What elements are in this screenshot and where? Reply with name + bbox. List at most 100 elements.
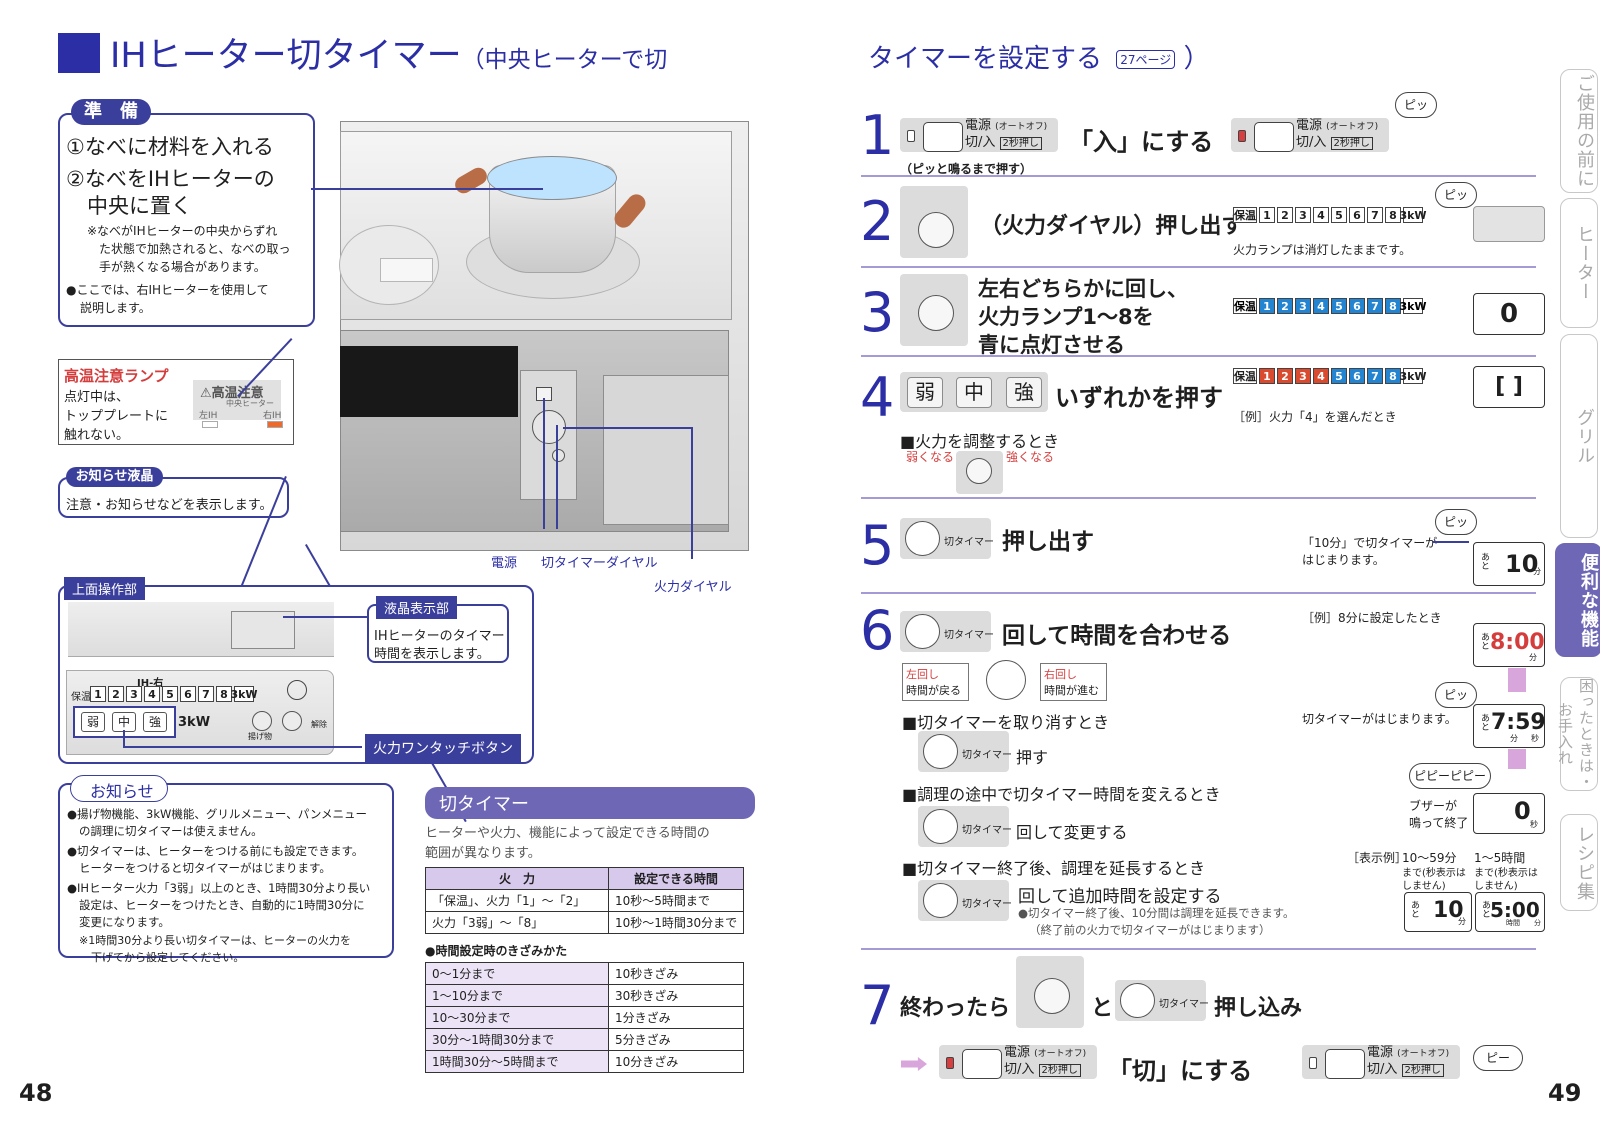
high-temp-warning-right-label: 右IH xyxy=(263,411,282,421)
step-2-panel-8: 8 xyxy=(1385,207,1401,223)
step-7-power-label-second: 切/入 xyxy=(1004,1062,1035,1077)
step-6-change-title: ■調理の途中で切タイマー時間を変えるとき xyxy=(902,785,1221,804)
high-temp-warning-line-2: トッププレートに xyxy=(64,409,169,424)
step-1-result-led xyxy=(1238,130,1246,142)
step-5-pi-bubble: ピッ xyxy=(1435,509,1477,535)
step-7-button-icon xyxy=(1120,983,1155,1018)
step-1-result-button xyxy=(1254,122,1294,152)
step-6-display-left-3: しません) xyxy=(1402,881,1446,892)
high-temp-warning-line-1: 点灯中は、 xyxy=(64,390,130,405)
step-6-cancel-button-icon xyxy=(923,734,958,769)
timer-step-range-2: 1～10分まで xyxy=(425,984,609,1007)
step-6-lcd-759-ato: あと xyxy=(1479,713,1489,731)
right-page-title-close: ） xyxy=(1183,44,1210,74)
step-4-panel-6: 6 xyxy=(1349,368,1365,384)
step-1-result-power-label-sub: (オートオフ) xyxy=(1326,122,1379,132)
step-7-off-action: 「切」にする xyxy=(1108,1057,1253,1085)
strong-button: 強 xyxy=(143,712,167,732)
step-7-action-1: 終わったら xyxy=(900,996,1011,1021)
kw-button-label: 3kW xyxy=(178,715,211,730)
prep-label: 準 備 xyxy=(71,99,151,125)
top-panel-scale-8: 8 xyxy=(216,686,232,702)
step-2-panel-7: 7 xyxy=(1367,207,1383,223)
step-6-display-right-1: 1～5時間 xyxy=(1474,851,1526,865)
step-6-extend-note-2: （終了前の火力で切タイマーがはじまります） xyxy=(1029,923,1271,937)
notice-title: お知らせ xyxy=(90,782,154,801)
step-5-button-icon xyxy=(905,521,940,556)
mid-button: 中 xyxy=(112,712,136,732)
notice-line-1: ●揚げ物機能、3kW機能、グリルメニュー、パンメニュー xyxy=(67,807,367,821)
high-temp-warning-left-lamp xyxy=(202,421,218,428)
tab-heater: ヒーター xyxy=(1560,198,1598,328)
top-panel-ih-label: IH-右 xyxy=(137,678,164,689)
notice-line-5: ●IHヒーター火力「3弱」以上のとき、1時間30分より長い xyxy=(67,881,371,895)
timer-leader-line xyxy=(556,425,558,529)
step-6-change-action: 回して変更する xyxy=(1016,823,1128,842)
step-2-dial-icon xyxy=(918,212,954,248)
step-3-panel-2: 2 xyxy=(1277,298,1293,314)
step-5-action: 押し出す xyxy=(1002,529,1094,555)
step-6-extend-action: 回して追加時間を設定する xyxy=(1018,887,1222,907)
left-page-title: IHヒーター切タイマー（中央ヒーターで切 xyxy=(110,27,667,78)
display-notice-title: お知らせ液晶 xyxy=(66,467,163,487)
step-7-power-label-main: 電源 xyxy=(1004,1045,1031,1060)
timer-info-line-1: ヒーターや火力、機能によって設定できる時間の xyxy=(425,826,710,841)
top-panel-scale-6: 6 xyxy=(180,686,196,702)
cooktop-right-door xyxy=(603,375,729,525)
step-7-and: と xyxy=(1091,996,1114,1021)
tab-recipes: レシピ集 xyxy=(1560,814,1598,911)
timer-icon xyxy=(287,680,307,700)
step-6-number: 6 xyxy=(860,599,895,662)
step-2-lcd xyxy=(1473,206,1545,242)
step-6-lcd-example-right xyxy=(1475,892,1545,932)
step-1-result-power-label-hold: 2秒押し xyxy=(1330,137,1373,150)
step-1-pi-bubble: ピッ xyxy=(1395,92,1437,118)
right-page-title-ref: 27ページ xyxy=(1116,50,1176,69)
step-6-extend-note-1: ●切タイマー終了後、10分間は調理を延長できます。 xyxy=(1018,906,1295,920)
step-3-dial-icon xyxy=(918,295,954,331)
step-2-panel-kw: 3kW xyxy=(1399,207,1427,223)
prep-note-3: 手が熱くなる場合があります。 xyxy=(99,260,266,274)
step-4-weak-button: 弱 xyxy=(907,377,943,408)
high-temp-warning-panel-title: ⚠高温注意 xyxy=(200,386,264,401)
left-page-title-sub: （中央ヒーターで切 xyxy=(461,47,668,73)
step-6-extend-button-label: 切タイマー xyxy=(962,899,1012,910)
step-5-lcd-min: 分 xyxy=(1533,567,1541,576)
step-divider-3 xyxy=(861,355,1536,357)
step-2-panel-scale: 保温 1 2 3 4 5 6 7 8 3kW xyxy=(1233,207,1427,223)
step-3-panel-kw: 3kW xyxy=(1399,298,1427,314)
timer-range-header-time: 設定できる時間 xyxy=(608,867,744,890)
step-6-lcd-example-left-min: 分 xyxy=(1458,917,1466,926)
timer-range-header-heat: 火 力 xyxy=(425,867,609,890)
step-2-panel-1: 1 xyxy=(1259,207,1275,223)
step-5-note-1: 「10分」で切タイマーが xyxy=(1302,536,1438,550)
step-6-left-rotate-box xyxy=(902,663,969,701)
step-3-line-3: 青に点灯させる xyxy=(978,333,1125,357)
step-1-power-led xyxy=(907,130,915,142)
step-1-result-power-label-second: 切/入 xyxy=(1296,135,1327,150)
notice-line-9: 下げてから設定してください。 xyxy=(91,951,245,964)
heat-dial-illustration xyxy=(552,449,565,462)
timer-range-heat-2: 火力「3弱」～「8」 xyxy=(425,911,609,934)
step-7-power-label-hold: 2秒押し xyxy=(1038,1064,1081,1077)
step-7-result-power-label-second: 切/入 xyxy=(1367,1062,1398,1077)
prep-item-3: 中央に置く xyxy=(66,194,192,218)
step-1-power-label-second: 切/入 xyxy=(965,135,996,150)
cooktop-black-window xyxy=(340,346,518,417)
timer-step-value-5: 10分きざみ xyxy=(608,1050,744,1073)
step-3-number: 3 xyxy=(860,281,895,344)
right-page-title: タイマーを設定する 27ページ ） xyxy=(868,38,1210,75)
step-4-panel-7: 7 xyxy=(1367,368,1383,384)
onetouch-callout-line-h xyxy=(123,746,362,748)
step-7-power-button xyxy=(962,1049,1002,1079)
top-panel-scale-3: 3 xyxy=(126,686,142,702)
step-5-lcd xyxy=(1473,542,1545,586)
step-2-pi-bubble: ピッ xyxy=(1435,182,1477,208)
step-6-lcd-800 xyxy=(1473,623,1545,667)
step-6-start-note: 切タイマーがはじまります。 xyxy=(1302,712,1457,726)
step-6-change-button-label: 切タイマー xyxy=(962,825,1012,836)
step-6-display-left-2: まで(秒表示は xyxy=(1402,868,1466,879)
onetouch-callout-line-v xyxy=(123,730,125,748)
step-4-adjust-title: ■火力を調整するとき xyxy=(900,432,1060,451)
power-label: 電源 xyxy=(491,556,518,571)
